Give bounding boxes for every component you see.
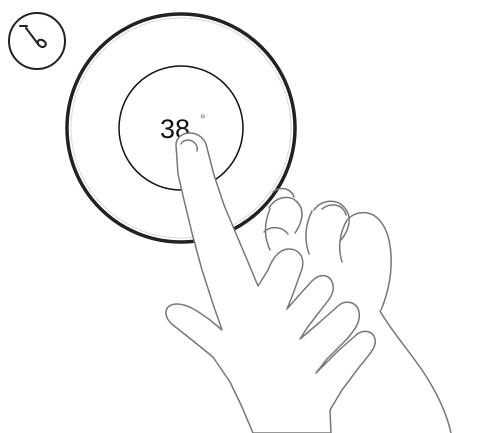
hand-icon [166,133,451,433]
finger-back-2 [314,201,349,240]
finger-back-2-inner [306,211,312,254]
finger-back-3-inner [340,220,347,262]
knuckle-line-1 [264,228,288,234]
knuckle-line-2 [322,205,346,215]
finger-back-3 [348,213,391,310]
timer-icon[interactable] [9,13,65,69]
thermostat-dial[interactable]: 38 ° [67,14,295,242]
wrist-outline [380,311,451,433]
degree-symbol: ° [200,111,206,127]
